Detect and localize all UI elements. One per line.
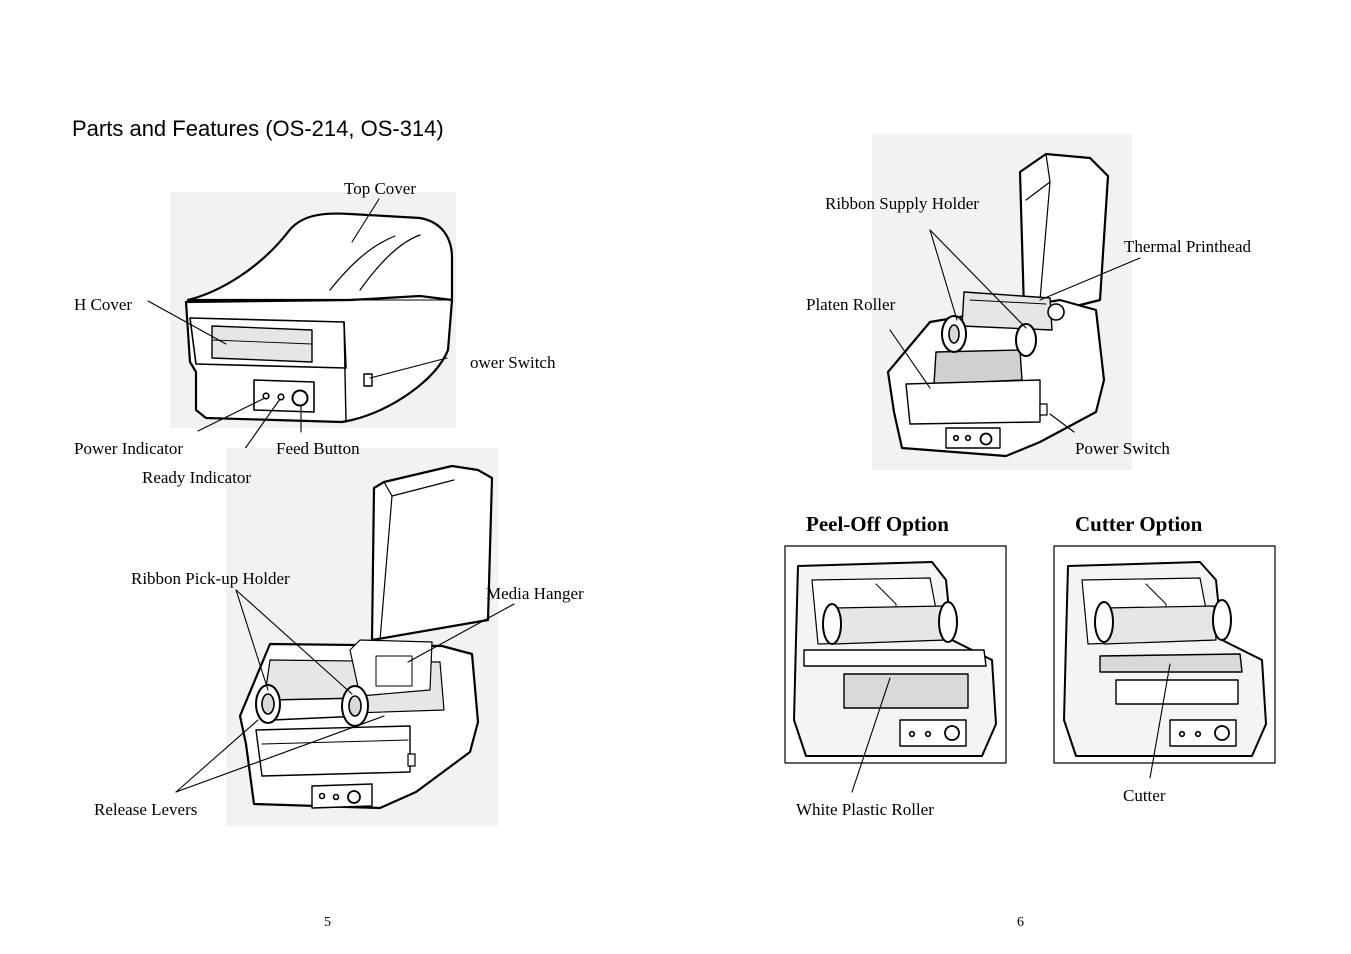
- page-number-left: 5: [324, 915, 331, 930]
- label-power-switch-left: ower Switch: [470, 353, 556, 372]
- label-media-hanger: Media Hanger: [486, 584, 584, 603]
- label-platen-roller: Platen Roller: [806, 295, 896, 314]
- page-number-right: 6: [1017, 915, 1024, 930]
- callout-line-white-plastic-roller: [851, 677, 891, 793]
- label-ribbon-supply-holder: Ribbon Supply Holder: [825, 194, 979, 213]
- callout-line-cutter: [1149, 663, 1171, 779]
- label-white-plastic-roller: White Plastic Roller: [796, 800, 934, 819]
- label-power-indicator: Power Indicator: [74, 439, 184, 458]
- label-h-cover: H Cover: [74, 295, 133, 314]
- printer-open-pickup-illustration: [226, 448, 498, 826]
- callout-lines-open-printer: [175, 589, 515, 793]
- label-power-switch-right: Power Switch: [1075, 439, 1170, 458]
- page-title: Parts and Features (OS-214, OS-314): [72, 116, 444, 141]
- label-release-levers: Release Levers: [94, 800, 198, 819]
- heading-peel-off-option: Peel-Off Option: [806, 512, 949, 536]
- printer-closed-illustration: [170, 192, 456, 428]
- label-feed-button: Feed Button: [276, 439, 360, 458]
- peel-off-option-illustration: [784, 545, 1007, 764]
- cutter-option-illustration: [1053, 545, 1276, 764]
- label-cutter: Cutter: [1123, 786, 1166, 805]
- label-ready-indicator: Ready Indicator: [142, 468, 252, 487]
- label-top-cover: Top Cover: [344, 179, 416, 198]
- callout-lines-closed-printer: [147, 198, 448, 461]
- printer-open-supply-illustration: [872, 134, 1132, 470]
- callout-lines-supply-printer: [889, 229, 1141, 433]
- heading-cutter-option: Cutter Option: [1075, 512, 1203, 536]
- label-thermal-printhead: Thermal Printhead: [1124, 237, 1251, 256]
- label-ribbon-pickup-holder: Ribbon Pick-up Holder: [131, 569, 290, 588]
